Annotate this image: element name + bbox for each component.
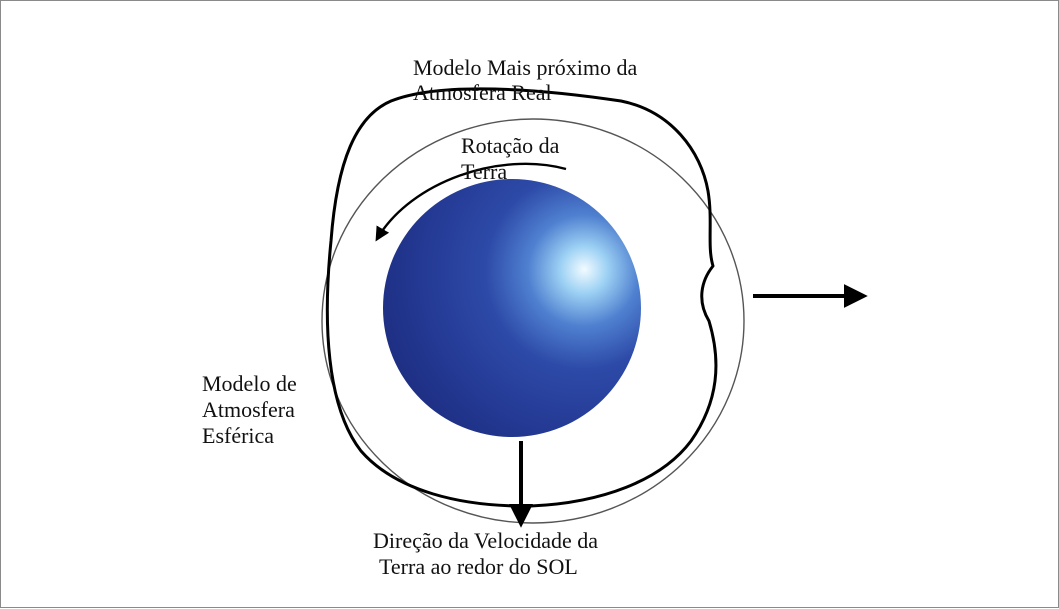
label-spherical-atmosphere: Modelo de Atmosfera Esférica xyxy=(202,371,302,448)
rotation-arrow xyxy=(375,162,567,242)
earth-sphere xyxy=(383,179,641,437)
label-earth-rotation: Rotação da Terra xyxy=(461,133,565,184)
real-atmosphere-outline xyxy=(325,87,718,508)
spherical-atmosphere-outline xyxy=(321,118,745,524)
label-velocity-direction: Direção da Velocidade da Terra ao redor … xyxy=(373,528,603,579)
label-real-atmosphere: Modelo Mais próximo da Atmosfera Real xyxy=(413,55,643,105)
